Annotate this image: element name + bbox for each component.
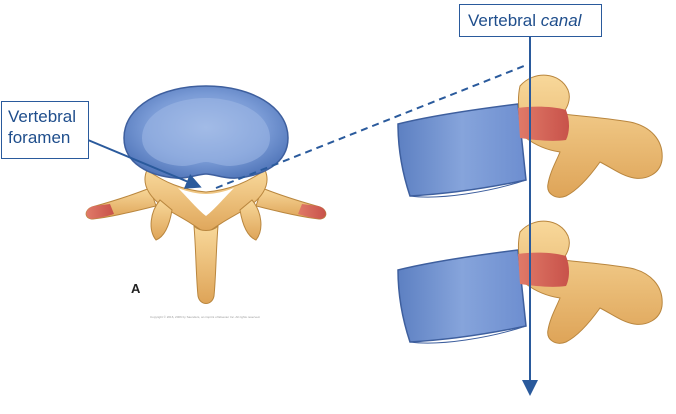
articular-process-right bbox=[239, 199, 262, 241]
vertebral-foramen-label-line1: Vertebral bbox=[8, 107, 77, 126]
foramen-pointer-arrow bbox=[87, 139, 202, 189]
figure-letter: A bbox=[131, 281, 141, 296]
axial-vertebra bbox=[85, 85, 327, 304]
vertebral-canal-label-word: Vertebral bbox=[468, 11, 537, 30]
vertebral-foramen-label: Vertebral foramen bbox=[1, 101, 89, 159]
canal-dashed-guide bbox=[215, 65, 525, 189]
spinous-process bbox=[193, 224, 219, 304]
copyright-notice: Copyright © 2016, 2006 by Saunders, an i… bbox=[150, 315, 261, 319]
transverse-process-left bbox=[85, 187, 157, 220]
vertebral-canal-label-emphasis: canal bbox=[540, 11, 582, 30]
vertebral-foramen-label-line2: foramen bbox=[8, 128, 71, 147]
vertebral-canal-label: Vertebral canal bbox=[459, 4, 602, 37]
transverse-process-right bbox=[255, 187, 327, 220]
articular-process-left bbox=[150, 199, 173, 241]
vertebral-foramen-opening bbox=[178, 188, 234, 216]
nucleus-region bbox=[142, 98, 270, 166]
lateral-vertebra-upper bbox=[397, 74, 663, 198]
